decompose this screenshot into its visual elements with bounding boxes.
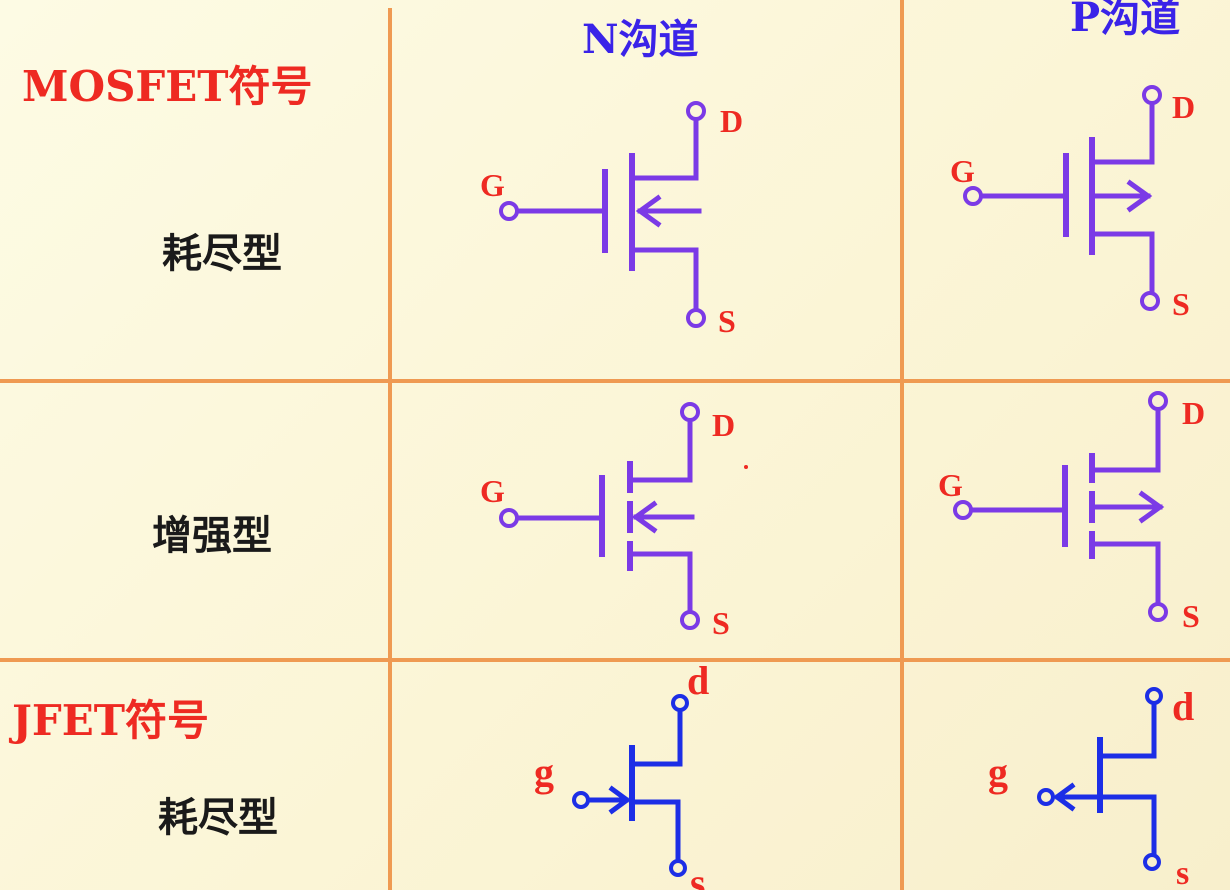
p-jfet-drain-label: d	[1172, 684, 1194, 729]
p-channel-enhancement-mosfet-symbol	[953, 391, 1168, 622]
vertical-divider-right	[900, 0, 904, 890]
n-enhancement-drain-label: D	[712, 407, 735, 443]
p-depletion-source-label: S	[1172, 286, 1190, 322]
n-depletion-gate-label: G	[480, 167, 505, 203]
jfet-symbol-title: JFET符号	[12, 696, 209, 745]
n-channel-header: N沟道	[582, 16, 699, 63]
p-jfet-source-label: s	[1176, 855, 1189, 890]
n-jfet-source-label: s	[690, 860, 706, 890]
jfet-depletion-label: 耗尽型	[158, 794, 278, 841]
n-depletion-drain-label: D	[720, 103, 743, 139]
n-channel-enhancement-mosfet-symbol	[499, 402, 700, 630]
p-channel-depletion-mosfet-symbol	[963, 85, 1162, 311]
mosfet-depletion-label: 耗尽型	[162, 230, 282, 277]
p-depletion-gate-label: G	[950, 153, 975, 189]
n-enhancement-gate-label: G	[480, 473, 505, 509]
stray-dot	[744, 465, 748, 469]
p-channel-header: P沟道	[1070, 0, 1181, 41]
p-depletion-drain-label: D	[1172, 89, 1195, 125]
n-channel-depletion-mosfet-symbol	[499, 101, 706, 328]
p-channel-jfet-symbol	[1037, 687, 1163, 871]
horizontal-divider-bottom	[0, 658, 1230, 662]
mosfet-enhancement-label: 增强型	[152, 512, 272, 559]
p-enhancement-source-label: S	[1182, 598, 1200, 634]
n-channel-jfet-symbol	[572, 694, 689, 877]
n-depletion-source-label: S	[718, 303, 736, 339]
n-jfet-drain-label: d	[687, 658, 709, 703]
n-enhancement-source-label: S	[712, 605, 730, 641]
n-jfet-gate-label: g	[534, 750, 554, 795]
horizontal-divider-top	[0, 379, 1230, 383]
mosfet-symbol-title: MOSFET符号	[22, 62, 313, 111]
p-enhancement-drain-label: D	[1182, 395, 1205, 431]
p-jfet-gate-label: g	[988, 750, 1008, 795]
p-enhancement-gate-label: G	[938, 467, 963, 503]
vertical-divider-left	[388, 8, 392, 890]
